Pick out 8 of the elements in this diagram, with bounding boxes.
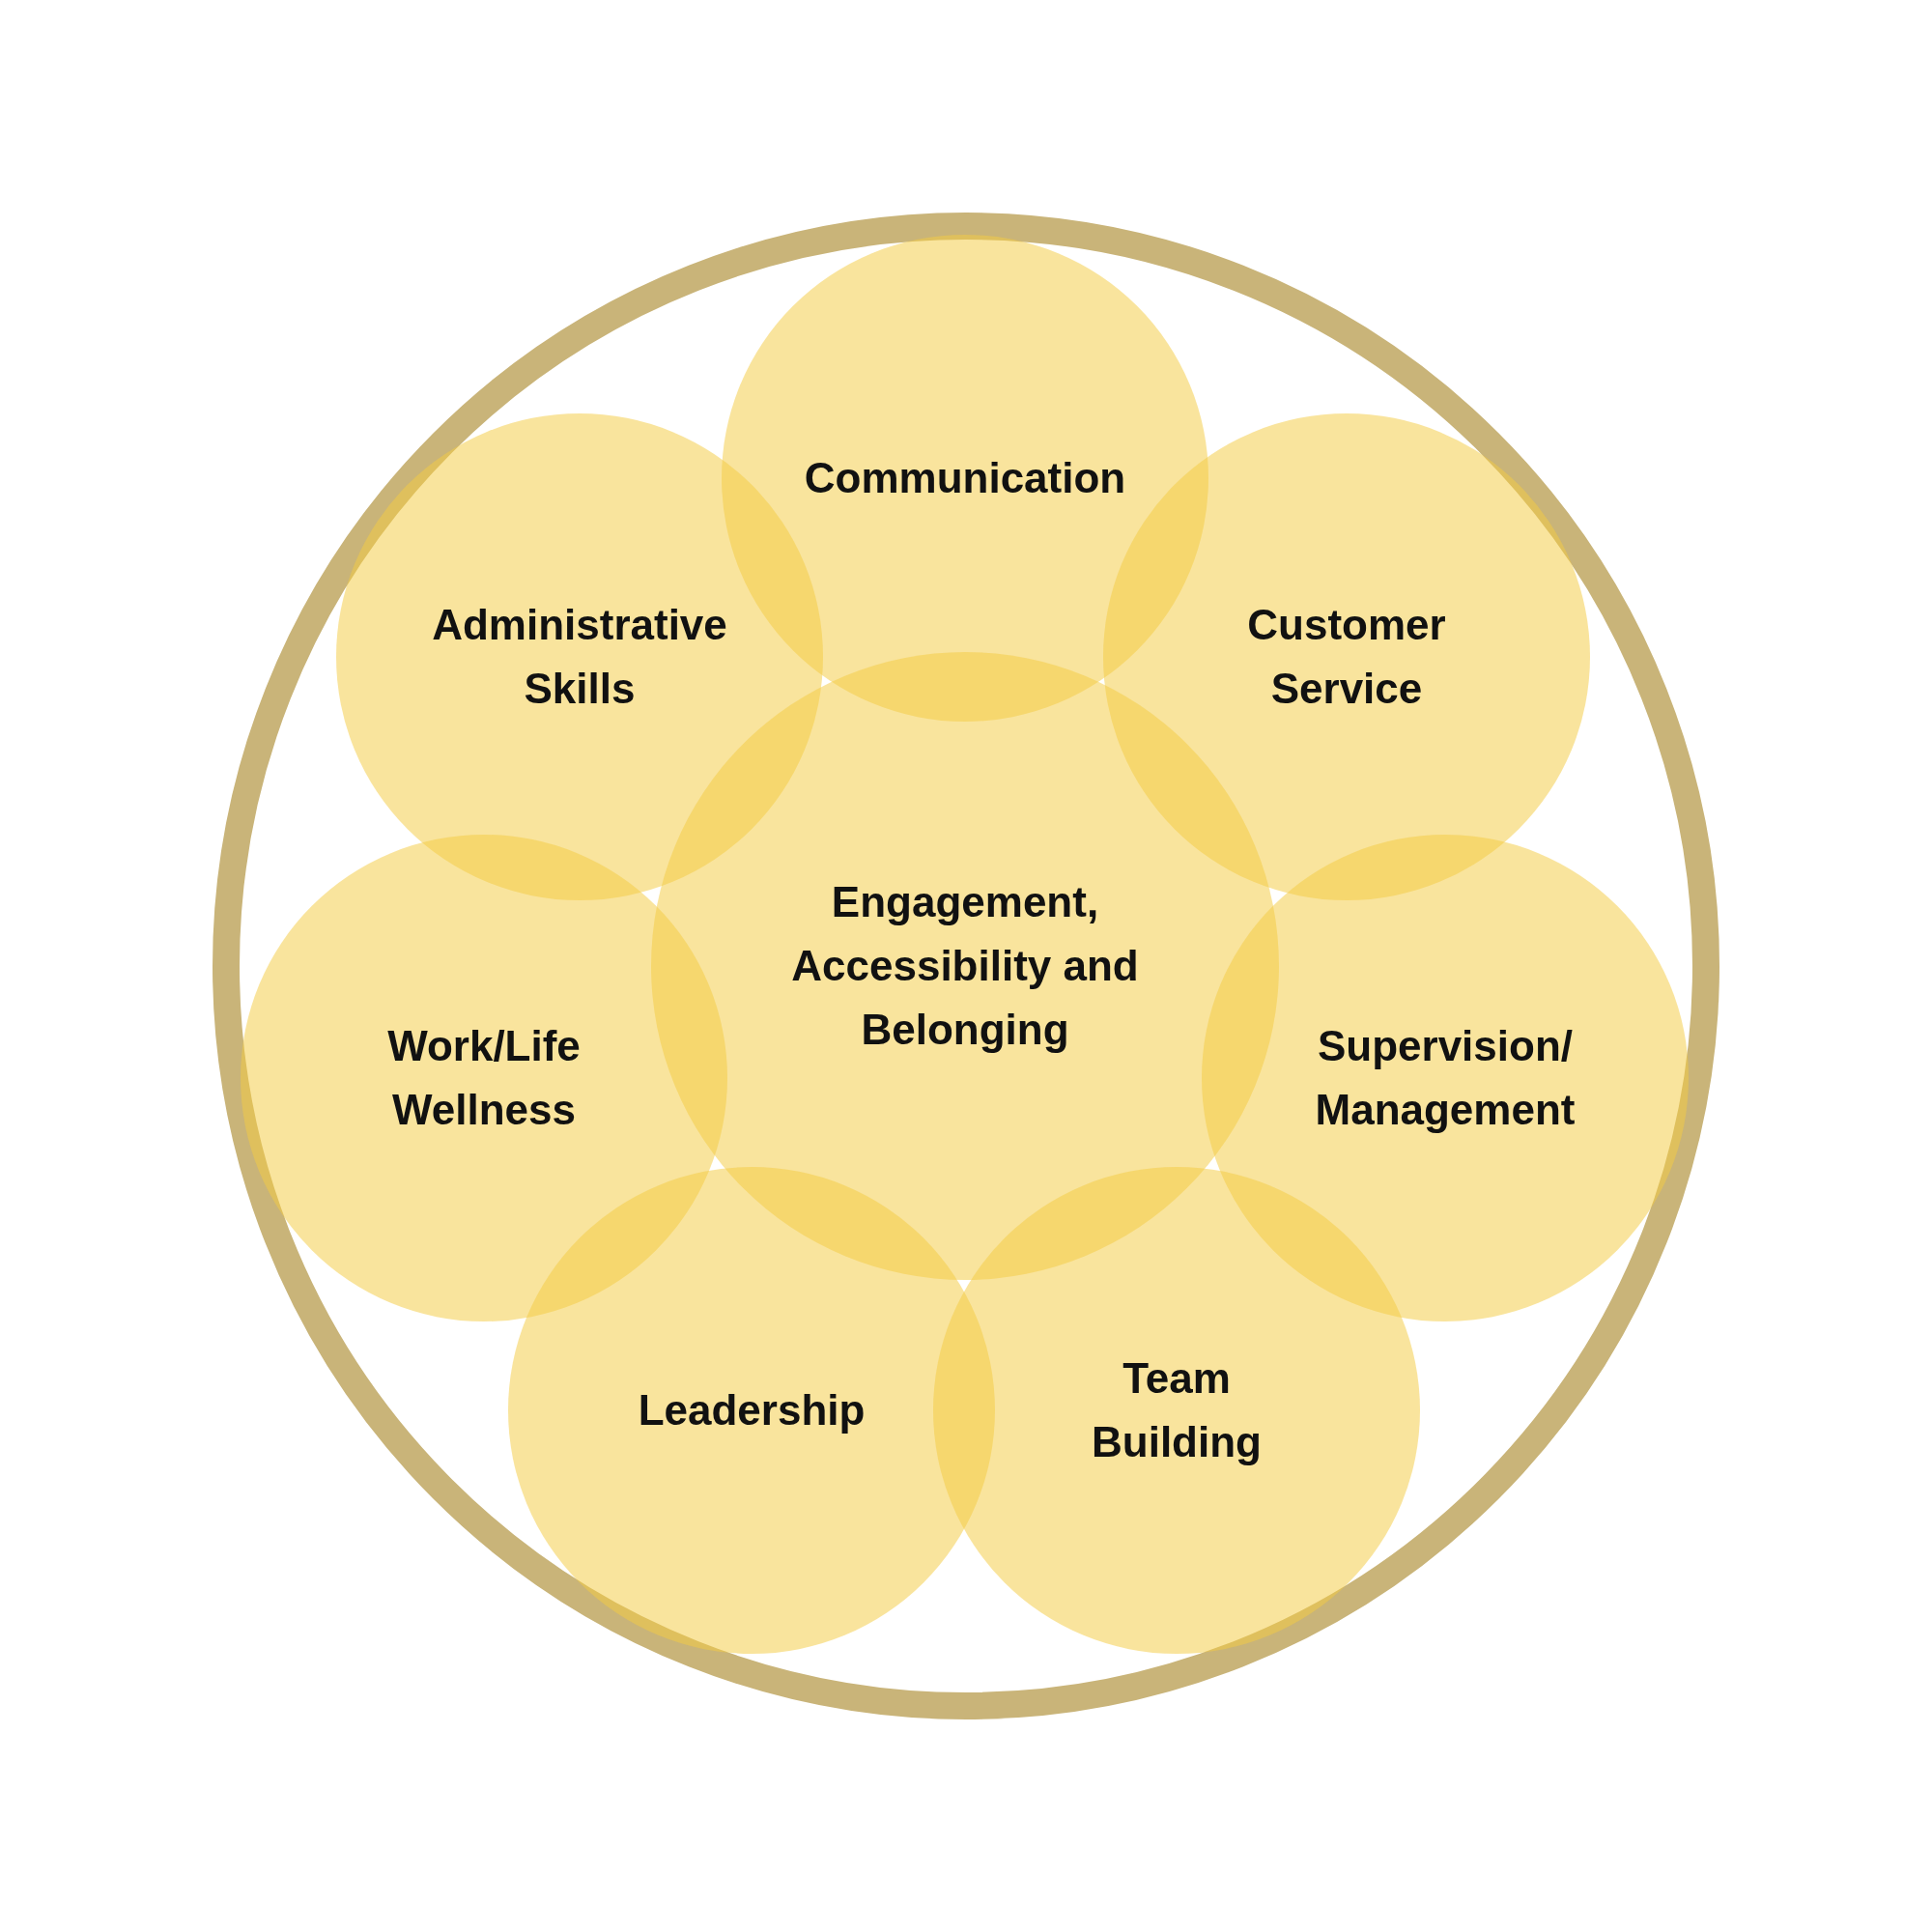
topic-label: Team Building [1091,1353,1263,1467]
topic-label: Communication [803,453,1127,503]
topic-label: Administrative Skills [431,600,728,714]
topic-label: Engagement, Accessibility and Belonging [790,877,1140,1055]
topic-label: Supervision/ Management [1314,1021,1577,1135]
topic-label: Customer Service [1246,600,1447,714]
topic-label: Leadership [637,1385,867,1435]
topic-label: Work/Life Wellness [386,1021,582,1135]
